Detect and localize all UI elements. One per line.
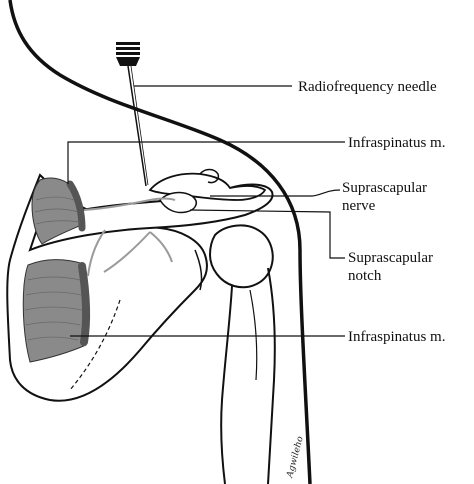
muscle-lower-band	[78, 262, 91, 346]
muscle-upper-band	[66, 180, 86, 232]
leader-lines	[67, 85, 345, 337]
clavicle-end	[199, 168, 220, 184]
needle-hub	[116, 42, 140, 66]
label-nerve-line1: Suprascapular	[342, 180, 427, 196]
muscle-upper-fibers	[34, 196, 81, 225]
label-infraspinatus-lower: Infraspinatus m.	[348, 329, 445, 345]
humerus-lesser-line	[249, 289, 258, 381]
needle-shaft	[127, 65, 147, 187]
body-outline	[8, 0, 312, 484]
label-notch-line1: Suprascapular	[348, 250, 433, 266]
leader-infraspinatus-upper	[67, 141, 345, 184]
label-notch-line2: notch	[348, 268, 382, 284]
muscle-lower	[22, 259, 89, 363]
leader-nerve	[210, 189, 341, 197]
scapula-lateral-border	[69, 299, 121, 391]
label-needle: Radiofrequency needle	[298, 79, 437, 95]
label-nerve-line2: nerve	[342, 198, 376, 214]
artist-signature: Agwileho	[285, 435, 306, 480]
leader-notch	[189, 209, 345, 259]
humeral-head	[208, 224, 274, 289]
label-infraspinatus-upper: Infraspinatus m.	[348, 135, 445, 151]
suprascapular-nerve	[83, 197, 176, 277]
needle-shaft-inner	[130, 65, 149, 186]
muscle-lower-fibers	[24, 276, 83, 341]
coracoid-process	[159, 191, 197, 214]
glenoid	[194, 249, 203, 291]
humerus-shaft	[220, 285, 233, 484]
humerus-shaft-inner	[267, 267, 276, 484]
